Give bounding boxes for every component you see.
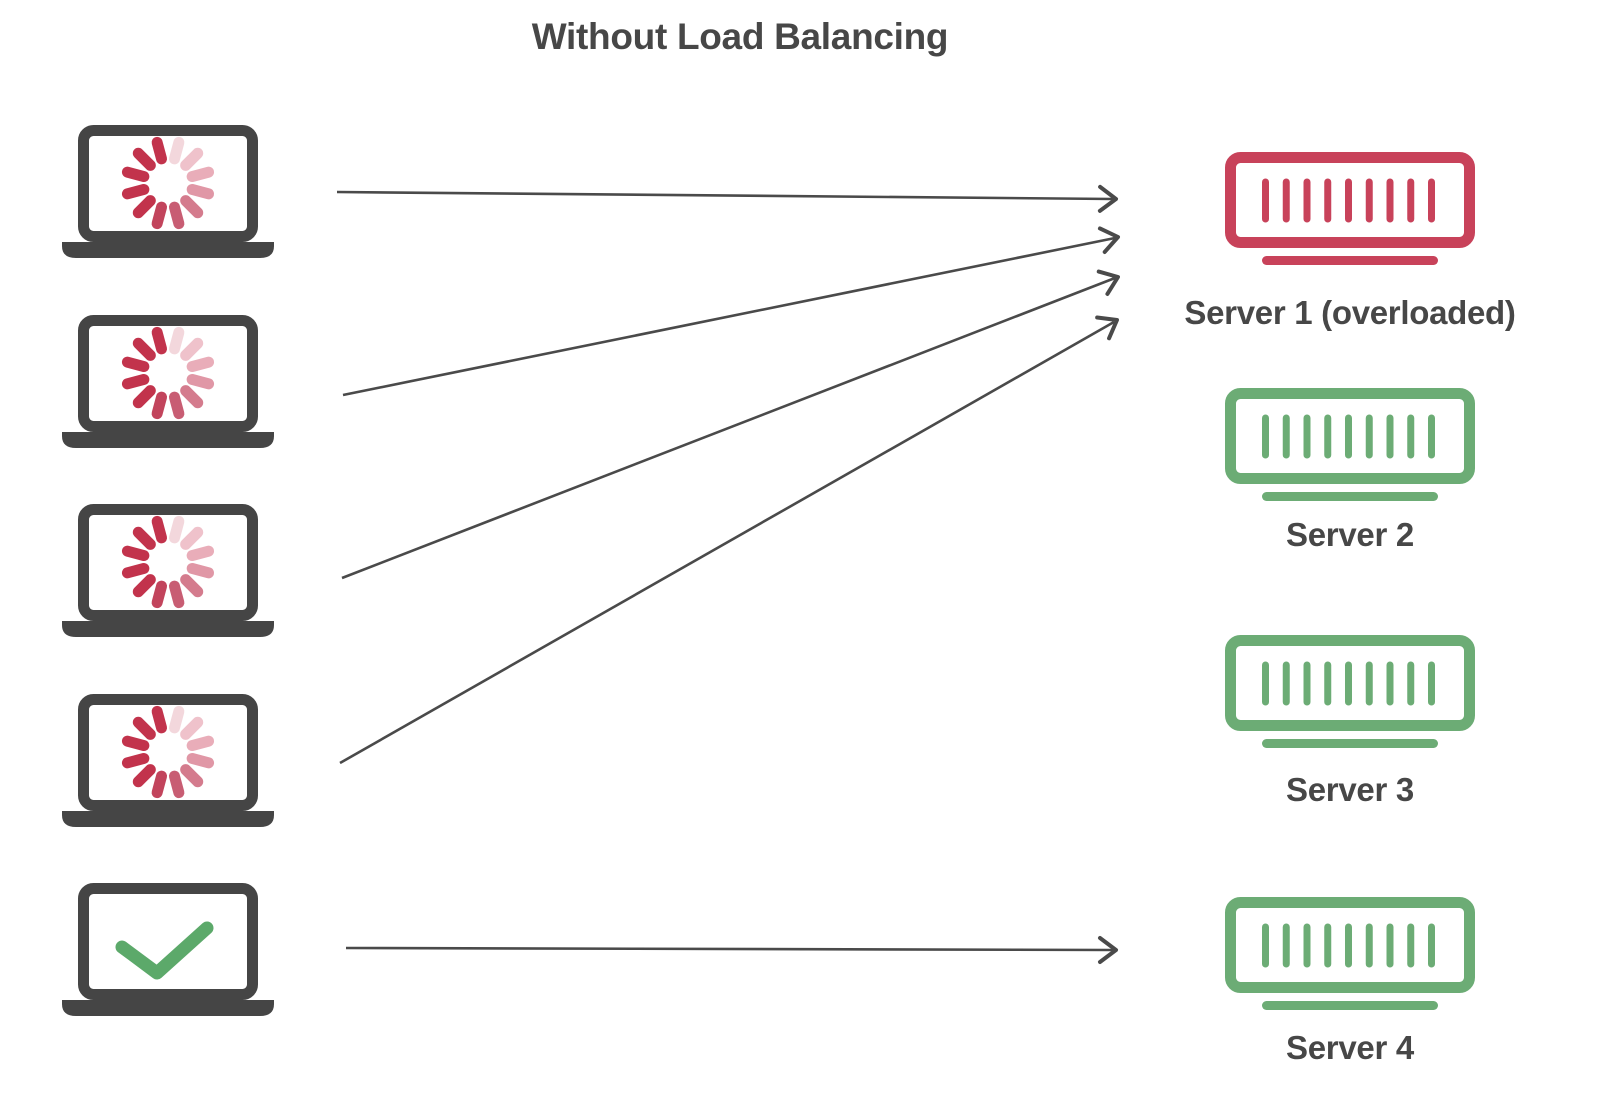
server-4-label: Server 4 (1286, 1029, 1414, 1066)
laptop-base (62, 432, 274, 448)
arrow-client3-to-server1 (341, 269, 1120, 580)
laptop-base (62, 811, 274, 827)
laptop-screen (78, 125, 258, 242)
server-vents (1262, 661, 1435, 706)
arrow-client1-to-server1 (336, 184, 1118, 213)
laptop-base (62, 621, 274, 637)
laptop-screen (78, 883, 258, 1000)
server-3-label: Server 3 (1286, 771, 1414, 808)
server-stand (1262, 1001, 1438, 1010)
server-4-icon (1225, 897, 1475, 1010)
arrow-client2-to-server1 (342, 226, 1120, 397)
arrow-client5-to-server4 (345, 936, 1118, 964)
server-stand (1262, 492, 1438, 501)
server-stand (1262, 256, 1438, 265)
server-3-icon (1225, 635, 1475, 748)
server-2-icon (1225, 388, 1475, 501)
laptop-screen (78, 694, 258, 811)
server-vents (1262, 923, 1435, 968)
server-2-label: Server 2 (1286, 516, 1414, 553)
connection-arrows (336, 184, 1120, 964)
loading-spinner-icon (121, 705, 215, 799)
laptop-screen (78, 504, 258, 621)
client-laptop-1 (62, 125, 274, 258)
loading-spinner-icon (121, 326, 215, 420)
laptop-base (62, 1000, 274, 1016)
server-vents (1262, 414, 1435, 459)
laptop-base (62, 242, 274, 258)
server-1-icon (1225, 152, 1475, 265)
loading-spinner-icon (121, 136, 215, 230)
laptop-screen (78, 315, 258, 432)
client-laptop-3 (62, 504, 274, 637)
server-1-label: Server 1 (overloaded) (1184, 294, 1516, 331)
client-laptop-4 (62, 694, 274, 827)
client-laptop-2 (62, 315, 274, 448)
server-stand (1262, 739, 1438, 748)
diagram-title: Without Load Balancing (531, 16, 949, 57)
server-vents (1262, 178, 1435, 223)
check-icon (115, 921, 214, 980)
loading-spinner-icon (121, 515, 215, 609)
client-laptop-5 (62, 883, 274, 1016)
arrow-client4-to-server1 (339, 315, 1119, 765)
